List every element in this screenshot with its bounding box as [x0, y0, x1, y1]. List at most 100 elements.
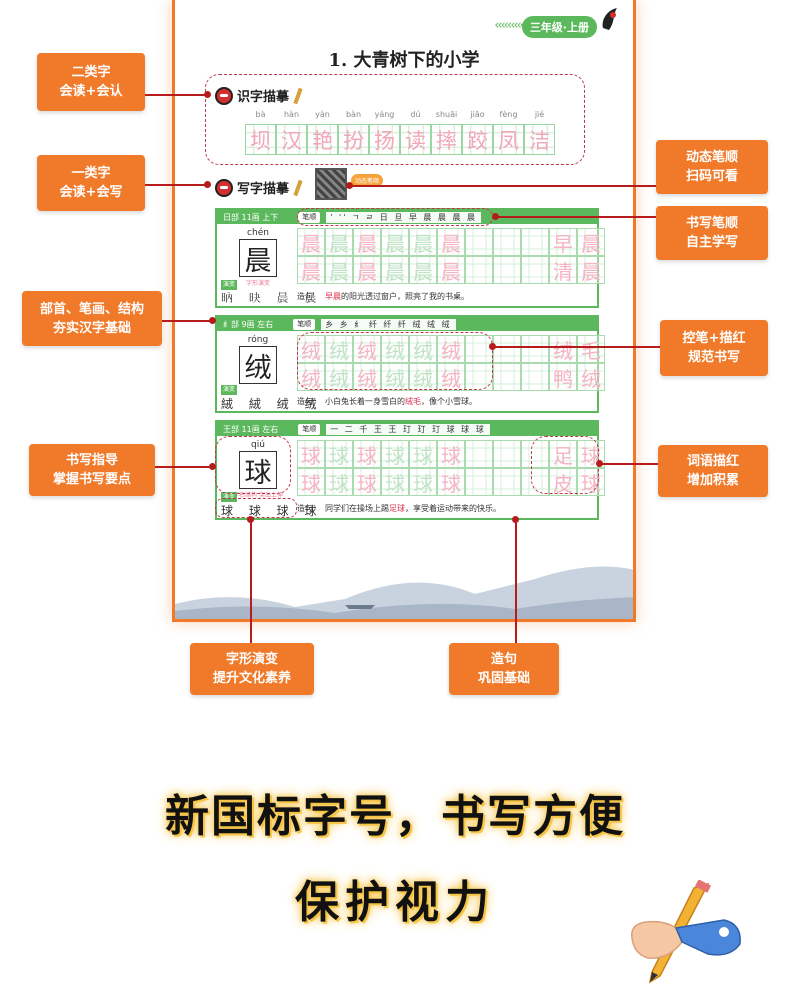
pinyin: shuāi	[435, 110, 458, 119]
pencil-icon	[293, 179, 303, 196]
grid-cell	[465, 440, 493, 468]
grid-row: 球 球 球 球 球 球 足 球	[297, 440, 605, 468]
callout-sentence-making: 造句巩固基础	[449, 643, 559, 695]
trace-char: 汉	[276, 124, 307, 155]
char-main: 绒	[239, 346, 277, 384]
callout-line: 规范书写	[687, 350, 740, 365]
grid-cell: 晨	[353, 228, 381, 256]
pinyin: yáng	[374, 110, 395, 119]
char-display: chén 晨 字形演变	[221, 228, 295, 287]
grade-badge: 三年级·上册	[521, 16, 597, 38]
grid-cell: 球	[381, 468, 409, 496]
connector-line	[600, 463, 658, 465]
callout-line: 会读+会认	[59, 84, 123, 99]
char-main: 晨	[239, 239, 277, 277]
callout-line: 自主学写	[685, 235, 738, 250]
char-card-rong: 纟部 9画 左右 笔顺 乡 乡 纟 纤 纤 纤 绒 绒 绒 róng 绒 演变 …	[215, 315, 605, 413]
sentence-pre: 小白兔长着一身雪白的	[325, 397, 405, 406]
connector-line	[145, 184, 207, 186]
callout-line: 一类字	[71, 166, 111, 181]
trace-char: 凤	[493, 124, 524, 155]
sentence-text: 小白兔长着一身雪白的绒毛，像个小雪球。	[325, 396, 477, 407]
evolve-tag: 演变	[221, 492, 237, 502]
grid-cell: 球	[297, 468, 325, 496]
grid-cell: 绒	[409, 335, 437, 363]
guide-highlight-frame	[215, 436, 291, 494]
callout-line: 书写笔顺	[685, 216, 738, 231]
callout-writing-guide: 书写指导掌握书写要点	[29, 444, 155, 496]
grid-cell: 球	[353, 440, 381, 468]
callout-line: 二类字	[71, 65, 111, 80]
connector-dot	[596, 460, 603, 467]
sentence-label: 造句	[297, 292, 313, 301]
trace-char: 摔	[431, 124, 462, 155]
grid-cell: 晨	[437, 228, 465, 256]
grid-cell: 球	[409, 468, 437, 496]
grid-cell	[521, 256, 549, 284]
grid-cell: 晨	[325, 228, 353, 256]
trace-char: 扮	[338, 124, 369, 155]
grid-cell: 绒	[353, 363, 381, 391]
qr-code[interactable]	[315, 168, 347, 200]
grid-cell: 绒	[437, 335, 465, 363]
char-display: qiú 球 字右结构 突出上伸	[221, 440, 295, 499]
char-card-qiu: 王部 11画 左右 笔顺 一 二 千 王 王 玎 玎 玎 球 球 球 qiú 球…	[215, 420, 605, 520]
grid-cell: 绒	[577, 363, 605, 391]
callout-line: 提升文化素养	[212, 671, 291, 686]
grid-cell	[493, 228, 521, 256]
sentence-rest: 的阳光透过窗户，照亮了我的书桌。	[341, 292, 469, 301]
card-header: 纟部 9画 左右 笔顺 乡 乡 纟 纤 纤 纤 绒 绒 绒	[217, 317, 597, 331]
callout-line: 增加积累	[686, 473, 739, 488]
sentence-pre: 同学们在操场上踢	[325, 504, 389, 513]
radical-info: 纟部 9画 左右	[223, 319, 274, 329]
callout-class2-chars: 二类字会读+会认	[37, 53, 145, 111]
grid-cell: 球	[325, 468, 353, 496]
char-pinyin: chén	[247, 228, 269, 238]
grid-cell: 绒	[325, 363, 353, 391]
practice-grid: 晨 晨 晨 晨 晨 晨 早 晨 晨 晨 晨 晨 晨 晨	[297, 228, 605, 284]
practice-grid: 球 球 球 球 球 球 足 球 球 球 球 球 球 球	[297, 440, 605, 496]
grid-cell: 皮	[549, 468, 577, 496]
grid-cell: 早	[549, 228, 577, 256]
callout-line: 部首、笔画、结构	[39, 301, 144, 317]
grid-cell: 晨	[381, 228, 409, 256]
char-main: 球	[239, 451, 277, 489]
pinyin: bàn	[345, 110, 362, 119]
stroke-sequence: 乡 乡 纟 纤 纤 纤 绒 绒 绒	[321, 318, 456, 330]
lesson-title: 1. 大青树下的小学	[328, 50, 480, 71]
example-sentence: 造句 小白兔长着一身雪白的绒毛，像个小雪球。	[297, 396, 477, 407]
trace-highlight-frame	[297, 332, 493, 390]
grid-cell: 晨	[381, 256, 409, 284]
headline-line1: 新国标字号，书写方便	[165, 791, 625, 842]
grid-cell: 球	[409, 440, 437, 468]
sentence-highlight: 绒毛	[405, 397, 421, 406]
radical-info: 日部 11画 上下	[223, 212, 279, 222]
connector-dot	[512, 516, 519, 523]
recognize-label: 识字描摹	[215, 86, 303, 105]
grid-cell: 足	[549, 440, 577, 468]
card-header: 日部 11画 上下 笔顺 ' '' ㄱ ㄹ 日 旦 早 晨 晨 晨 晨	[217, 210, 597, 224]
grid-cell: 晨	[577, 228, 605, 256]
callout-radical-strokes: 部首、笔画、结构夯实汉字基础	[22, 291, 162, 346]
sentence-rest: ，享受着运动带来的快乐。	[405, 504, 501, 513]
pinyin: dú	[410, 110, 421, 119]
callout-glyph-evolution: 字形演变提升文化素养	[190, 643, 314, 695]
grid-cell: 晨	[353, 256, 381, 284]
qr-tag: 动态笔顺	[351, 174, 384, 187]
opera-mask-icon	[215, 178, 233, 197]
trace-char: 洁	[524, 124, 555, 155]
trace-char: 坝	[245, 124, 276, 155]
char-pinyin: qiú	[251, 440, 265, 450]
callout-line: 夯实汉字基础	[52, 320, 131, 336]
example-sentence: 造句 早晨的阳光透过窗户，照亮了我的书桌。	[297, 291, 469, 302]
grid-cell	[493, 440, 521, 468]
callout-line: 会读+会写	[59, 185, 123, 200]
callout-word-tracing: 词语描红增加积累	[658, 445, 768, 497]
words-highlight-frame	[531, 436, 599, 494]
radical-info: 王部 11画 左右	[223, 424, 279, 434]
stroke-sequence: 一 二 千 王 王 玎 玎 玎 球 球 球	[326, 423, 490, 435]
evolve-chars: 𣅚 𣅡 晨 晨	[221, 291, 323, 305]
recognize-pinyin-row: bà hàn yàn bàn yáng dú shuāi jiāo fèng j…	[245, 110, 555, 119]
char-display: róng 绒	[221, 335, 295, 385]
connector-dot	[204, 181, 211, 188]
